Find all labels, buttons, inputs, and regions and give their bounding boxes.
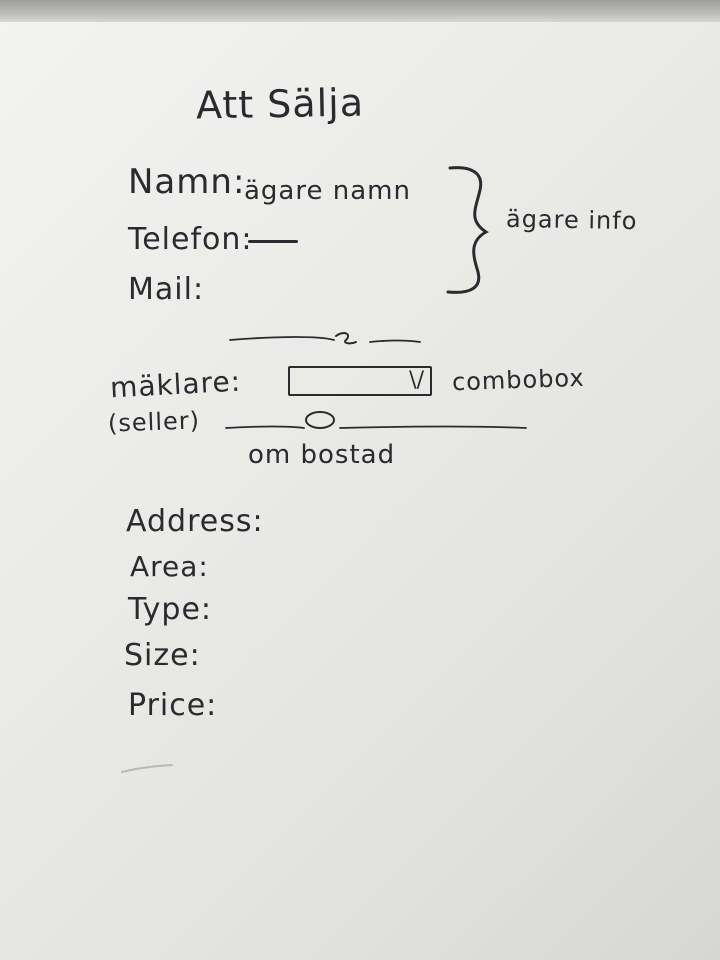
seller-note: (seller) <box>107 406 201 438</box>
seller-combobox-sketch: \/ <box>288 366 432 396</box>
size-label: Size: <box>124 638 201 673</box>
whiteboard-frame <box>0 0 720 22</box>
about-home-label: om bostad <box>248 440 396 470</box>
curly-brace <box>446 166 489 294</box>
address-label: Address: <box>126 504 264 539</box>
owner-name-label: Namn: <box>128 162 246 202</box>
chevron-down-icon: \/ <box>409 368 424 393</box>
owner-info-label: ägare info <box>505 204 638 236</box>
seller-label: mäklare: <box>109 364 242 405</box>
phone-value-dash <box>248 240 298 243</box>
separator-line <box>229 332 421 345</box>
type-label: Type: <box>128 592 213 627</box>
eraser-smudge <box>121 764 173 773</box>
combobox-label: combobox <box>451 363 586 397</box>
area-label: Area: <box>130 550 209 583</box>
sketch-title: Att Sälja <box>195 80 365 128</box>
owner-name-value: ägare namn <box>244 176 411 206</box>
separator-line <box>225 411 527 429</box>
phone-label: Telefon: <box>128 222 253 257</box>
price-label: Price: <box>128 688 218 723</box>
mail-label: Mail: <box>128 272 205 307</box>
